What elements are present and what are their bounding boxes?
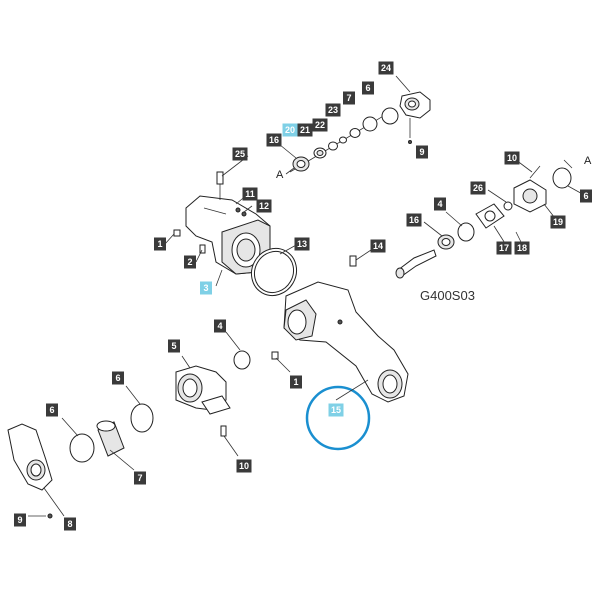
callout-label-9: 9 (14, 513, 26, 527)
callout-label-23: 23 (325, 103, 341, 117)
leader-lines (28, 139, 587, 517)
callout-label-19: 19 (550, 215, 566, 229)
callout-label-text: 3 (203, 283, 208, 293)
callout-label-12: 12 (256, 199, 272, 213)
letter-a-right: A (584, 155, 592, 167)
part-code: G400S03 (420, 288, 475, 303)
callout-label-text: 10 (239, 461, 249, 471)
callout-label-text: 16 (409, 215, 419, 225)
callout-label-text: 26 (473, 183, 483, 193)
callout-label-14: 14 (370, 239, 386, 253)
callout-label-text: 9 (17, 515, 22, 525)
callout-label-26: 26 (470, 181, 486, 195)
callout-label-text: 18 (517, 243, 527, 253)
callout-label-5: 5 (168, 339, 180, 353)
callout-label-text: 25 (235, 149, 245, 159)
callout-label-text: 1 (293, 377, 298, 387)
part-8-bracket (7, 423, 53, 519)
callout-label-25: 25 (232, 147, 248, 161)
callout-label-text: 12 (259, 201, 269, 211)
callout-label-17: 17 (496, 241, 512, 255)
part-15-main-housing (271, 255, 409, 403)
callout-label-11: 11 (242, 187, 258, 201)
letter-a-left: A (276, 169, 284, 181)
callout-label-1: 1 (290, 375, 302, 389)
part-7-bushing (96, 420, 125, 457)
callout-label-15: 15 (328, 403, 344, 417)
callout-label-22: 22 (312, 118, 328, 132)
callout-label-6: 6 (112, 371, 124, 385)
part-24-bracket (395, 75, 431, 144)
callout-label-text: 20 (285, 125, 295, 135)
part-5-housing (175, 350, 251, 437)
upper-shaft-stack (289, 107, 399, 173)
part-6-ring-low (69, 433, 95, 463)
callout-label-7: 7 (343, 91, 355, 105)
callout-label-10: 10 (504, 151, 520, 165)
right-stack (437, 165, 572, 250)
callout-label-text: 8 (67, 519, 72, 529)
callout-label-text: 1 (157, 239, 162, 249)
callout-label-text: 4 (217, 321, 222, 331)
callout-label-text: 5 (171, 341, 176, 351)
shaft-g400s03 (395, 249, 437, 279)
callout-label-text: 7 (137, 473, 142, 483)
callout-label-text: 15 (331, 405, 341, 415)
callout-label-7: 7 (134, 471, 146, 485)
callout-label-text: 6 (115, 373, 120, 383)
callout-label-6: 6 (362, 81, 374, 95)
callout-label-text: 23 (328, 105, 338, 115)
callout-label-text: 11 (245, 189, 255, 199)
callout-label-3: 3 (200, 281, 212, 295)
callout-label-8: 8 (64, 517, 76, 531)
callout-label-10: 10 (236, 459, 252, 473)
callout-label-text: 9 (419, 147, 424, 157)
callout-label-text: 4 (437, 199, 442, 209)
callout-label-text: 22 (315, 120, 325, 130)
callout-label-18: 18 (514, 241, 530, 255)
callout-label-text: 24 (381, 63, 391, 73)
callout-label-text: 14 (373, 241, 383, 251)
callout-label-20: 20 (282, 123, 298, 137)
callout-label-text: 13 (297, 239, 307, 249)
callout-label-text: 21 (300, 125, 310, 135)
callout-label-6: 6 (580, 189, 592, 203)
callout-label-6: 6 (46, 403, 58, 417)
callout-label-24: 24 (378, 61, 394, 75)
callout-label-text: 6 (365, 83, 370, 93)
callout-label-21: 21 (297, 123, 313, 137)
callout-label-text: 16 (269, 135, 279, 145)
callout-label-text: 19 (553, 217, 563, 227)
callout-label-16: 16 (406, 213, 422, 227)
callout-label-2: 2 (184, 255, 196, 269)
callout-label-text: 6 (49, 405, 54, 415)
callout-label-4: 4 (434, 197, 446, 211)
highlight-circle-15 (305, 385, 371, 451)
callout-label-13: 13 (294, 237, 310, 251)
callout-label-text: 2 (187, 257, 192, 267)
callout-label-text: 17 (499, 243, 509, 253)
callout-label-text: 10 (507, 153, 517, 163)
callout-label-text: 6 (583, 191, 588, 201)
part-6-ring-mid (130, 403, 154, 433)
callout-label-4: 4 (214, 319, 226, 333)
callout-label-16: 16 (266, 133, 282, 147)
callout-label-text: 7 (346, 93, 351, 103)
callout-label-9: 9 (416, 145, 428, 159)
callout-label-1: 1 (154, 237, 166, 251)
